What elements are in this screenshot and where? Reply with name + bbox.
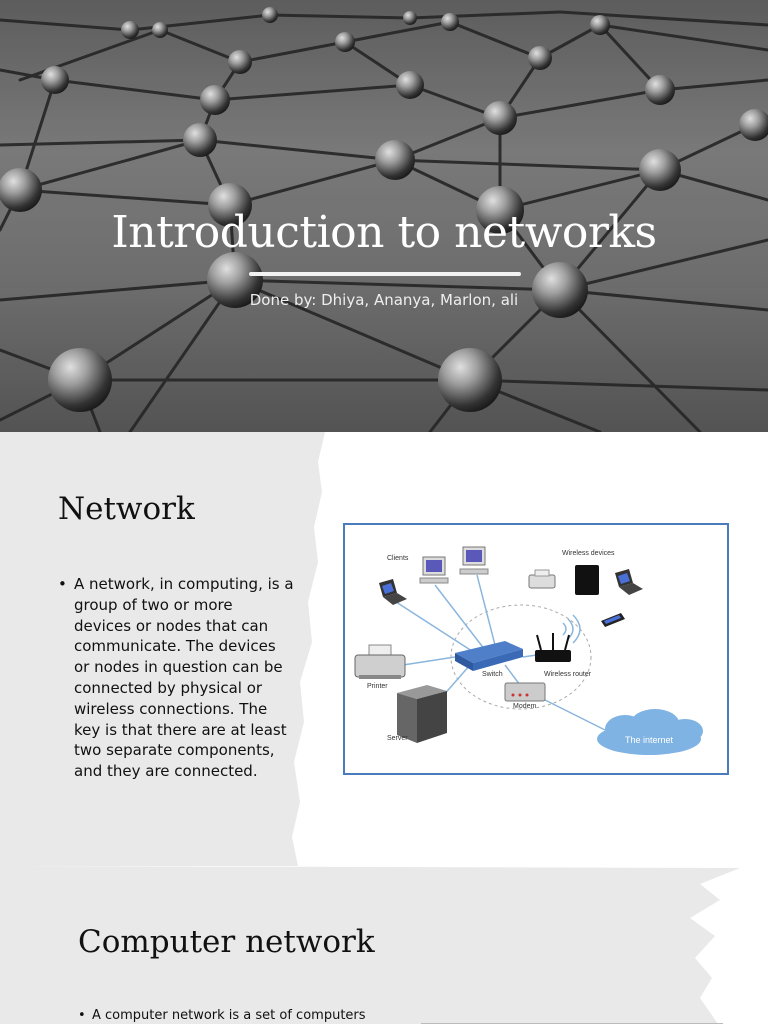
client-computer-icon (419, 556, 449, 584)
clients-label: Clients (387, 555, 409, 562)
computer-network-slide: Computer network • A computer network is … (0, 866, 768, 1024)
server-icon (397, 685, 447, 743)
presentation-subtitle: Done by: Dhiya, Ananya, Marlon, ali (249, 291, 519, 309)
network-bullet-list: • A network, in computing, is a group of… (58, 574, 294, 782)
bullet-text: A computer network is a set of computers (92, 1008, 366, 1023)
wireless-devices-label: Wireless devices (562, 550, 615, 557)
internet-label: The internet (625, 735, 674, 745)
network-mesh-background (0, 0, 768, 432)
network-slide: Network • A network, in computing, is a … (0, 432, 768, 866)
printer-label: Printer (367, 683, 388, 690)
switch-icon (455, 641, 523, 671)
server-label: Server (387, 735, 408, 742)
title-underline (249, 272, 521, 276)
bullet-dot: • (78, 1008, 86, 1023)
torn-paper-panel (0, 432, 325, 866)
computer-network-bullet: • A computer network is a set of computer… (78, 1008, 366, 1023)
modem-icon (504, 682, 546, 702)
modem-label: Modem (513, 703, 537, 710)
wireless-tablet-icon (575, 565, 599, 595)
bullet-dot: • (58, 575, 67, 593)
computer-network-slide-title: Computer network (78, 924, 375, 960)
torn-paper-panel (0, 866, 740, 1024)
internet-cloud-icon (597, 709, 703, 755)
wireless-router-label: Wireless router (544, 671, 592, 678)
wireless-laptop-icon (615, 569, 643, 595)
wireless-router-icon (535, 633, 571, 662)
client-laptop-icon (379, 579, 407, 605)
title-slide: Introduction to networks Done by: Dhiya,… (0, 0, 768, 432)
bullet-text: A network, in computing, is a group of t… (74, 575, 294, 781)
network-diagram: Clients Wireless devices Printer Switch … (343, 523, 729, 775)
wireless-phone-icon (601, 613, 625, 627)
network-slide-title: Network (58, 491, 195, 527)
printer-icon (354, 644, 406, 679)
network-diagram-graphic (354, 546, 703, 755)
client-computer-icon (459, 546, 489, 575)
wireless-printer-icon (528, 569, 556, 589)
presentation-title: Introduction to networks (111, 207, 657, 258)
switch-label: Switch (482, 671, 503, 678)
